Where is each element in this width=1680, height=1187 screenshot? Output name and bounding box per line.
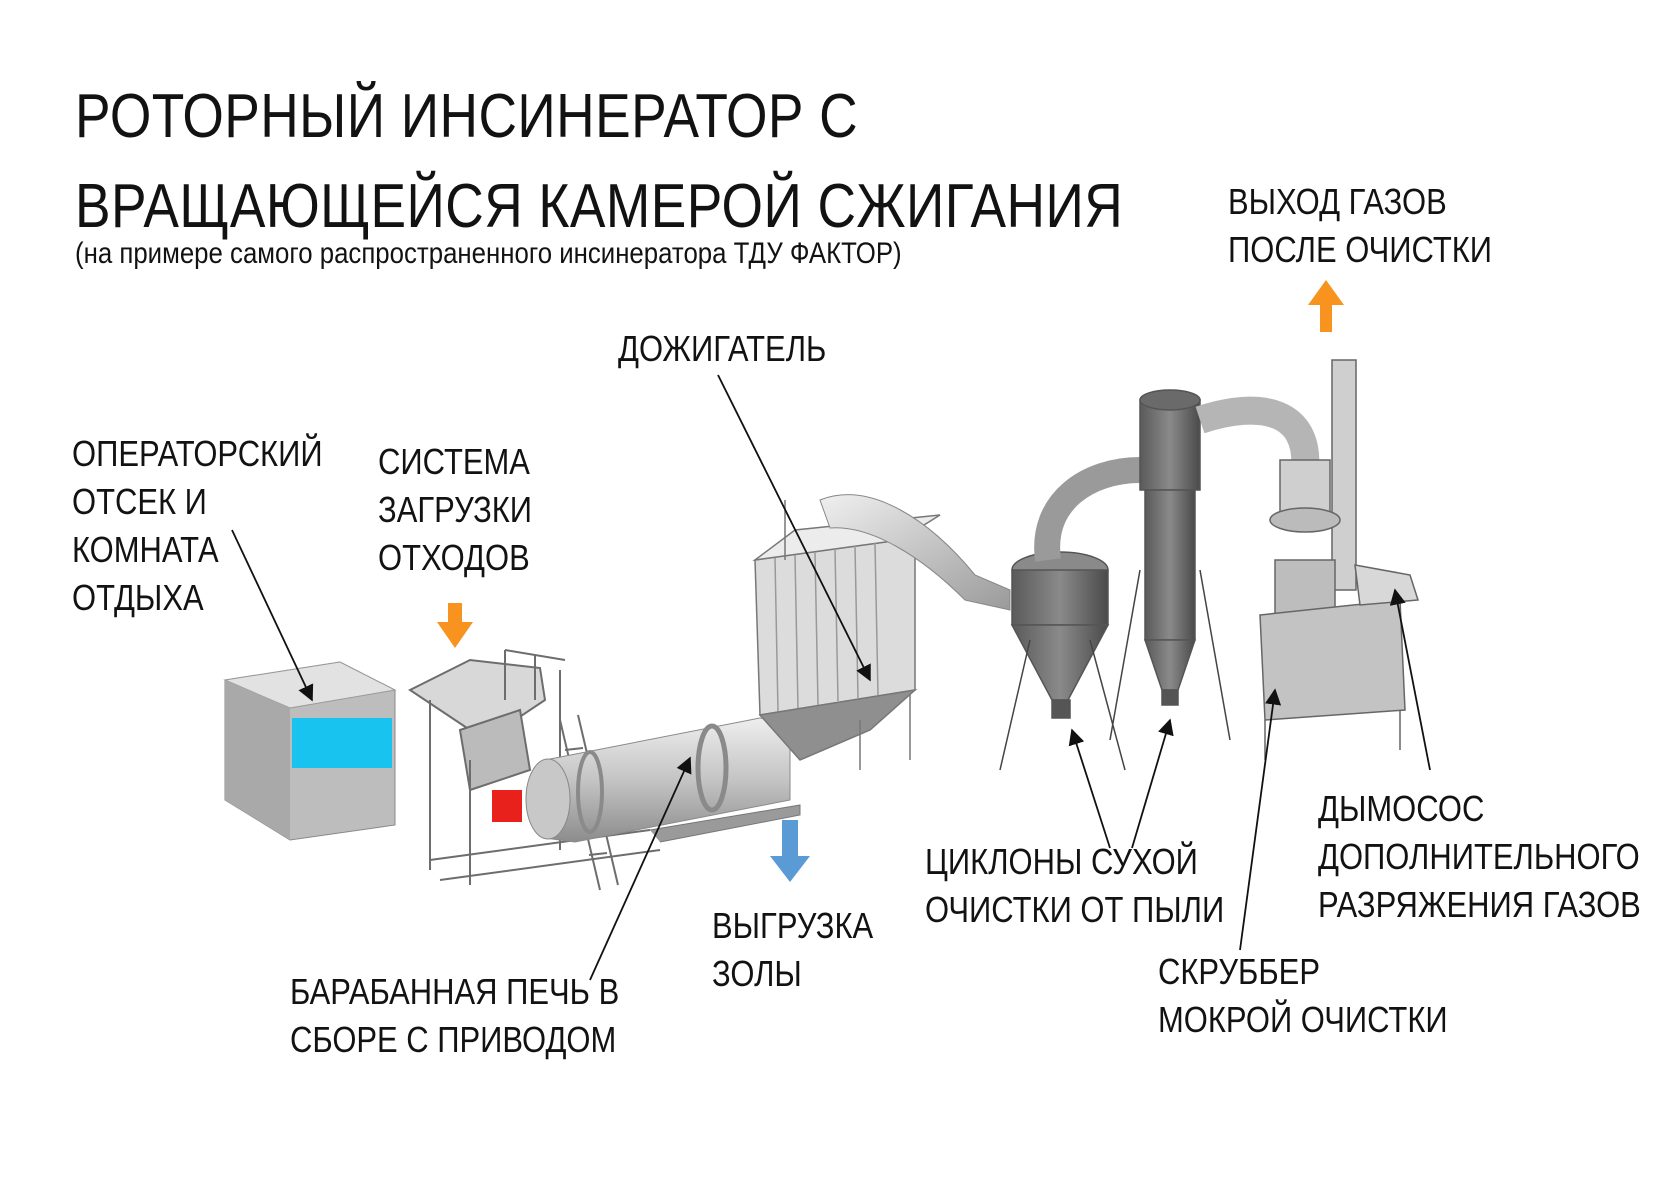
label-line: ОТХОДОВ [378, 534, 532, 582]
label-afterburner: ДОЖИГАТЕЛЬ [618, 325, 826, 373]
label-line: ДОЖИГАТЕЛЬ [618, 325, 826, 373]
operator-room [225, 662, 395, 840]
label-ash-unloading: ВЫГРУЗКА ЗОЛЫ [712, 902, 873, 998]
label-cyclones: ЦИКЛОНЫ СУХОЙ ОЧИСТКИ ОТ ПЫЛИ [925, 838, 1224, 934]
label-line: РАЗРЯЖЕНИЯ ГАЗОВ [1318, 881, 1641, 929]
label-line: ЦИКЛОНЫ СУХОЙ [925, 838, 1224, 886]
label-drum-kiln: БАРАБАННАЯ ПЕЧЬ В СБОРЕ С ПРИВОДОМ [290, 968, 619, 1064]
label-line: СИСТЕМА [378, 438, 532, 486]
leader-scrubber [1240, 690, 1275, 950]
label-line: ДОПОЛНИТЕЛЬНОГО [1318, 833, 1641, 881]
label-line: ВЫГРУЗКА [712, 902, 873, 950]
drum-kiln [526, 718, 800, 842]
label-line: ДЫМОСОС [1318, 785, 1641, 833]
gas-exit-arrow [1308, 280, 1344, 332]
label-line: ВЫХОД ГАЗОВ [1228, 178, 1492, 226]
label-line: СБОРЕ С ПРИВОДОМ [290, 1016, 619, 1064]
label-exhauster: ДЫМОСОС ДОПОЛНИТЕЛЬНОГО РАЗРЯЖЕНИЯ ГАЗОВ [1318, 785, 1641, 929]
label-line: СКРУББЕР [1158, 948, 1448, 996]
label-line: ЗАГРУЗКИ [378, 486, 532, 534]
page-title: РОТОРНЫЙ ИНСИНЕРАТОР С ВРАЩАЮЩЕЙСЯ КАМЕР… [75, 72, 1123, 252]
page-subtitle: (на примере самого распространенного инс… [75, 236, 902, 272]
label-line: ОТСЕК И [72, 478, 323, 526]
label-line: ОТДЫХА [72, 574, 323, 622]
operator-window [292, 718, 392, 768]
label-line: КОМНАТА [72, 526, 323, 574]
label-line: ПОСЛЕ ОЧИСТКИ [1228, 226, 1492, 274]
label-line: БАРАБАННАЯ ПЕЧЬ В [290, 968, 619, 1016]
label-scrubber: СКРУББЕР МОКРОЙ ОЧИСТКИ [1158, 948, 1448, 1044]
label-line: ОЧИСТКИ ОТ ПЫЛИ [925, 886, 1224, 934]
leader-cyclone-2 [1132, 720, 1170, 848]
label-line: ОПЕРАТОРСКИЙ [72, 430, 323, 478]
leader-cyclone-1 [1072, 730, 1110, 848]
cyclone-1 [1000, 470, 1140, 770]
title-line-1: РОТОРНЫЙ ИНСИНЕРАТОР С [75, 72, 1123, 162]
ash-arrow [770, 820, 810, 882]
burner-red [492, 790, 522, 822]
label-line: ЗОЛЫ [712, 950, 873, 998]
label-operator-room: ОПЕРАТОРСКИЙ ОТСЕК И КОМНАТА ОТДЫХА [72, 430, 323, 622]
label-loading-system: СИСТЕМА ЗАГРУЗКИ ОТХОДОВ [378, 438, 532, 582]
label-line: МОКРОЙ ОЧИСТКИ [1158, 996, 1448, 1044]
label-gas-exit: ВЫХОД ГАЗОВ ПОСЛЕ ОЧИСТКИ [1228, 178, 1492, 274]
input-arrow [437, 603, 473, 648]
